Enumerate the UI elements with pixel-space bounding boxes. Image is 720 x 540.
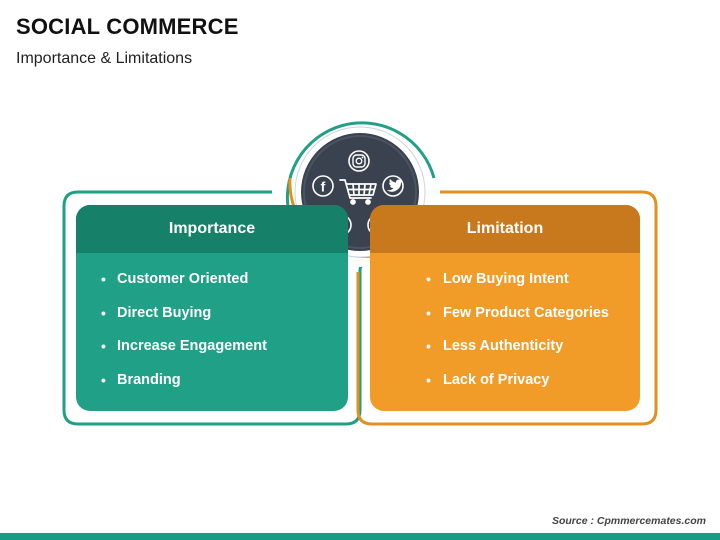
- source-credit: Source : Cpmmercemates.com: [551, 515, 706, 527]
- page-subtitle: Importance & Limitations: [16, 50, 193, 67]
- list-item: •Lack of Privacy: [426, 371, 550, 388]
- facebook-icon: f: [312, 175, 334, 197]
- bottom-accent-bar: [0, 533, 720, 540]
- list-item: •Direct Buying: [101, 304, 212, 321]
- importance-header: Importance: [76, 205, 348, 253]
- list-item: •Increase Engagement: [101, 338, 267, 354]
- instagram-icon: [348, 150, 370, 172]
- list-item: •Less Authenticity: [426, 338, 564, 354]
- importance-heading: Importance: [168, 220, 256, 237]
- importance-list: •Customer Oriented •Direct Buying •Incre…: [76, 263, 348, 397]
- shopping-cart-icon: [339, 179, 377, 205]
- list-item: •Customer Oriented: [101, 271, 249, 287]
- limitation-list: •Low Buying Intent •Few Product Categori…: [370, 263, 640, 397]
- list-item: •Branding: [101, 371, 181, 388]
- page-title: SOCIAL COMMERCE: [16, 14, 239, 39]
- list-item: •Low Buying Intent: [426, 271, 569, 287]
- svg-text:f: f: [321, 179, 326, 195]
- limitation-panel: Limitation •Low Buying Intent •Few Produ…: [370, 205, 640, 411]
- list-item: •Few Product Categories: [426, 304, 609, 321]
- twitter-icon: [382, 175, 404, 197]
- limitation-header: Limitation: [370, 205, 640, 253]
- limitation-outline: [356, 190, 658, 426]
- importance-panel: Importance •Customer Oriented •Direct Bu…: [76, 205, 348, 411]
- limitation-heading: Limitation: [466, 220, 544, 237]
- importance-outline: [62, 190, 365, 426]
